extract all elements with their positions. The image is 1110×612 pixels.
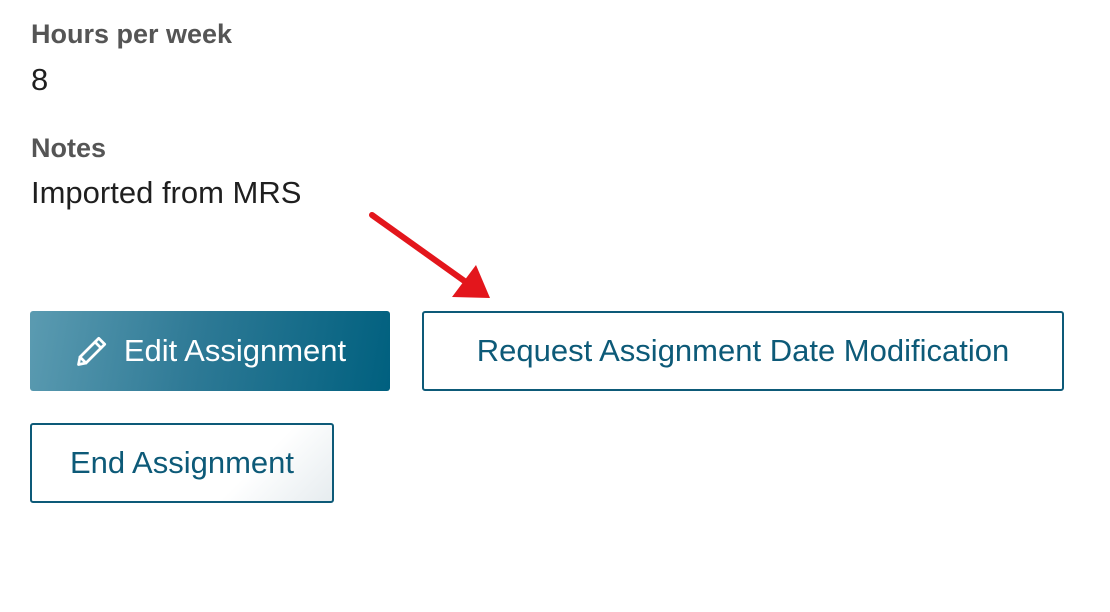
notes-value: Imported from MRS <box>31 175 302 210</box>
edit-assignment-button[interactable]: Edit Assignment <box>30 311 390 391</box>
end-assignment-button[interactable]: End Assignment <box>30 423 334 503</box>
edit-assignment-label: Edit Assignment <box>123 333 347 368</box>
request-date-modification-label: Request Assignment Date Modification <box>476 333 1010 368</box>
hours-per-week-label: Hours per week <box>31 19 233 49</box>
notes-label: Notes <box>31 133 107 163</box>
pencil-icon <box>74 333 110 369</box>
red-arrow-annotation <box>369 212 490 298</box>
request-date-modification-button[interactable]: Request Assignment Date Modification <box>422 311 1064 391</box>
end-assignment-label: End Assignment <box>69 445 295 480</box>
hours-per-week-value: 8 <box>31 62 49 97</box>
